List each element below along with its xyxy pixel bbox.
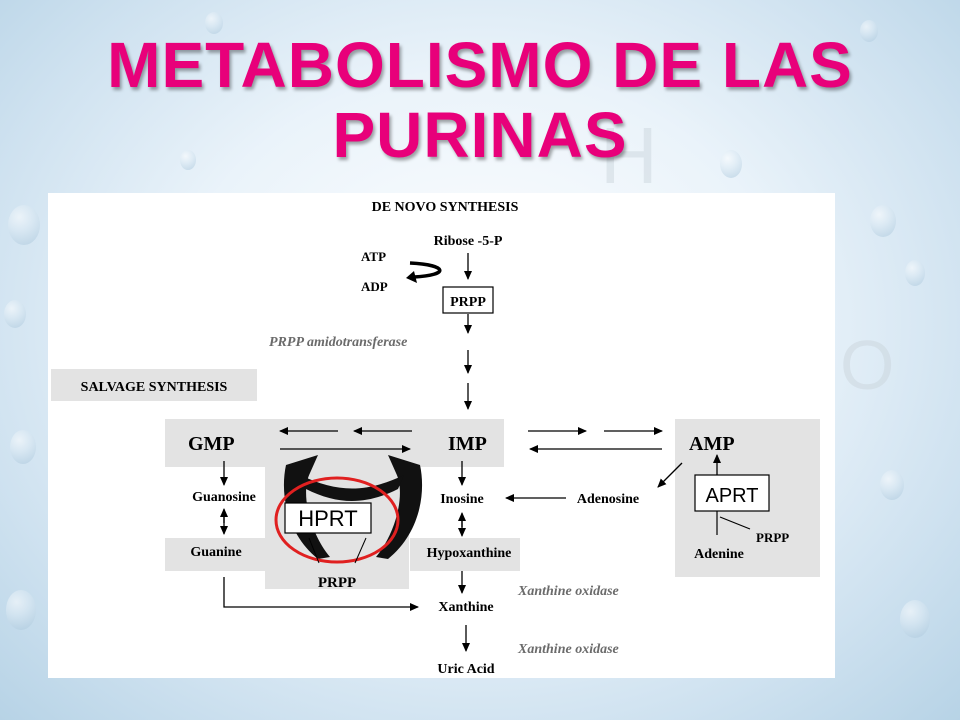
water-drop [720,150,742,178]
prpp-right-label: PRPP [756,530,789,545]
hprt-label: HPRT [298,506,358,531]
uric-acid-label: Uric Acid [437,662,494,677]
ribose-5p-label: Ribose -5-P [434,234,503,249]
guanine-label: Guanine [190,545,241,560]
curved-arrow-head [406,271,417,283]
prpp-bottom-label: PRPP [318,575,356,591]
background-letter: H [600,111,658,200]
water-drop [4,300,26,328]
imp-label: IMP [448,433,487,455]
gmp-imp-box [165,419,504,467]
hypoxanthine-box [410,538,520,571]
amp-label: AMP [689,433,735,455]
xanthine-oxidase-label-2: Xanthine oxidase [517,642,619,657]
water-drop [205,12,223,34]
water-drop [6,590,36,630]
xanthine-label: Xanthine [438,600,493,615]
prpp-box [442,286,494,314]
xanthine-oxidase-label-1: Xanthine oxidase [517,584,619,599]
water-drop [900,600,930,638]
prpp-amidotransferase-label: PRPP amidotransferase [269,335,407,350]
aprt-enzyme-box [694,474,770,512]
background-letter: O [840,326,895,404]
inosine-label: Inosine [440,492,484,507]
hprt-prpp-line [354,537,367,564]
slide-title: METABOLISMO DE LAS PURINAS [107,29,853,171]
purine-metabolism-diagram: HPRT PRPP DE NOVO SYNTHESIS Ribose -5-P … [51,200,820,677]
guanine-box [165,538,267,571]
aprt-prpp-line [719,516,751,530]
salvage-synthesis-label: SALVAGE SYNTHESIS [81,380,228,395]
water-drop [905,260,925,286]
hprt-highlight-circle [274,476,400,564]
guanosine-label: Guanosine [192,490,256,505]
prpp-box-label: PRPP [450,295,486,310]
water-drop [8,205,40,245]
adenine-label: Adenine [694,547,744,562]
gmp-label: GMP [188,433,235,455]
water-drop [880,470,904,500]
arrow [223,577,419,611]
water-drop [870,205,896,237]
water-drop [860,20,878,42]
adenosine-label: Adenosine [577,492,639,507]
salvage-label-box [51,369,257,401]
atp-label: ATP [361,249,386,264]
adp-label: ADP [361,279,388,294]
arrow [657,462,683,488]
water-drop [10,430,36,464]
water-drop [180,150,196,170]
hypoxanthine-label: Hypoxanthine [427,546,512,561]
hprt-enzyme-box [284,502,372,534]
de-novo-heading: DE NOVO SYNTHESIS [372,200,519,215]
diagram-panel: HPRT PRPP DE NOVO SYNTHESIS Ribose -5-P … [48,193,835,678]
aprt-label: APRT [706,485,759,507]
hprt-prpp-line [308,537,320,564]
atp-adp-curved-arrow [409,261,442,279]
